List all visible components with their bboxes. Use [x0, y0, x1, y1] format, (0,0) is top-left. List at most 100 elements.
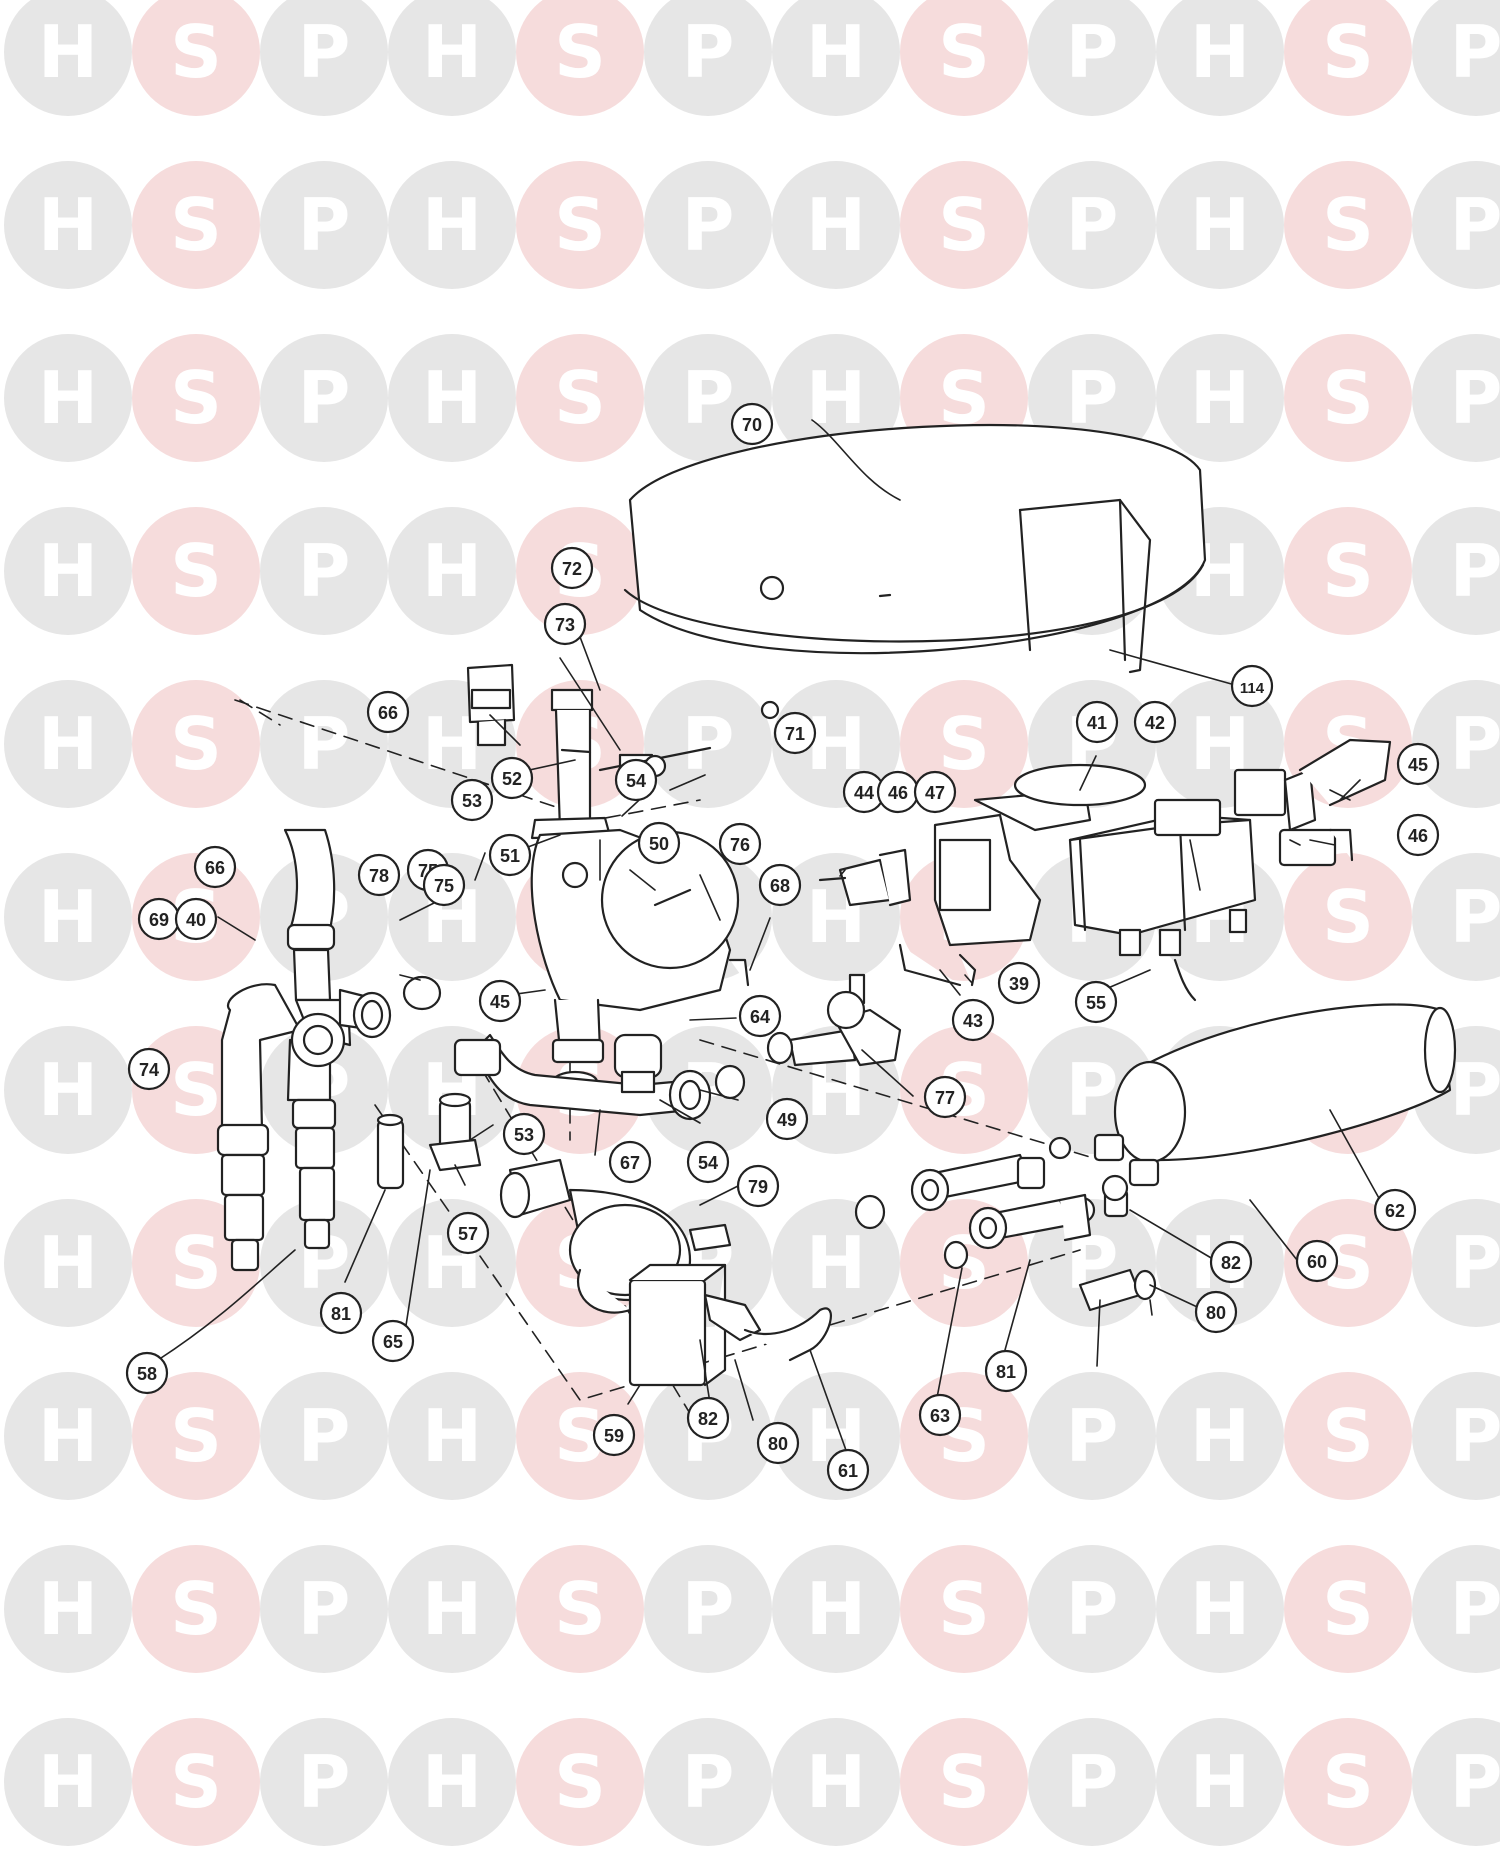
watermark-letter: S [938, 10, 990, 94]
watermark-circle [132, 0, 260, 116]
callout-72: 72 [550, 546, 594, 590]
watermark-letter: H [422, 529, 482, 613]
callout-circle [1194, 1290, 1238, 1334]
watermark-circle [644, 0, 772, 116]
callout-43: 43 [951, 998, 995, 1042]
watermark-letter: H [806, 702, 866, 786]
watermark-letter: P [1450, 1567, 1500, 1651]
watermark-circle [516, 1545, 644, 1673]
watermark-letter: P [682, 702, 735, 786]
watermark-letter: P [1066, 1394, 1119, 1478]
callout-circle [371, 1319, 415, 1363]
watermark-letter: H [38, 702, 98, 786]
callout-number: 54 [626, 771, 646, 791]
watermark-letter: S [170, 1740, 222, 1824]
watermark-circle [260, 0, 388, 116]
small-left-parts [376, 1092, 482, 1190]
callout-55: 55 [1074, 980, 1118, 1024]
watermark-letter: P [1450, 183, 1500, 267]
callout-52: 52 [490, 756, 534, 800]
watermark-letter: P [1450, 10, 1500, 94]
watermark-circle [132, 161, 260, 289]
watermark-letter: H [1190, 183, 1250, 267]
watermark-letter: P [1066, 10, 1119, 94]
callout-number: 80 [768, 1434, 788, 1454]
watermark-circle [4, 680, 132, 808]
watermark-circle [1284, 853, 1412, 981]
callout-69: 69 [137, 897, 181, 941]
watermark-letter: H [1190, 1394, 1250, 1478]
watermark-circle [388, 1545, 516, 1673]
watermark-letter: H [422, 10, 482, 94]
watermark-circle [1156, 1372, 1284, 1500]
callout-circle [923, 1075, 967, 1119]
watermark-circle [388, 334, 516, 462]
watermark-circle [4, 1372, 132, 1500]
watermark-circle [516, 1718, 644, 1846]
callout-number: 53 [462, 791, 482, 811]
callout-circle [1396, 813, 1440, 857]
callout-81: 81 [984, 1349, 1028, 1393]
gas-valve-assembly [818, 738, 1392, 957]
callout-circle [1074, 980, 1118, 1024]
watermark-circle [644, 1718, 772, 1846]
watermark-letter: P [298, 702, 351, 786]
watermark-circle [4, 1199, 132, 1327]
callout-62: 62 [1373, 1188, 1417, 1232]
watermark-circle [132, 680, 260, 808]
callout-number: 71 [785, 724, 805, 744]
watermark-circle [260, 161, 388, 289]
callout-circle [446, 1211, 490, 1255]
watermark-letter: S [554, 1567, 606, 1651]
watermark-circle [388, 161, 516, 289]
watermark-letter: P [1450, 1048, 1500, 1132]
watermark-circle [1412, 507, 1500, 635]
watermark-circle [4, 853, 132, 981]
watermark-letter: H [38, 1567, 98, 1651]
watermark-letter: P [1450, 1221, 1500, 1305]
watermark-circle [4, 161, 132, 289]
watermark-circle [900, 0, 1028, 116]
callout-57: 57 [446, 1211, 490, 1255]
watermark-circle [1412, 853, 1500, 981]
callout-number: 50 [649, 834, 669, 854]
callout-80: 80 [756, 1421, 800, 1465]
watermark-letter: S [170, 1048, 222, 1132]
callout-number: 79 [748, 1177, 768, 1197]
callout-number: 76 [730, 835, 750, 855]
callout-41: 41 [1075, 700, 1119, 744]
watermark-circle [132, 1372, 260, 1500]
watermark-circle [260, 1545, 388, 1673]
watermark-circle [644, 161, 772, 289]
callout-68: 68 [758, 863, 802, 907]
watermark-letter: H [38, 1048, 98, 1132]
watermark-letter: S [554, 10, 606, 94]
callout-64: 64 [738, 994, 782, 1038]
watermark-circle [644, 1545, 772, 1673]
watermark-letter: S [1322, 1740, 1374, 1824]
callout-66: 66 [366, 690, 410, 734]
callout-circle [913, 770, 957, 814]
watermark-circle [4, 1718, 132, 1846]
callout-46: 46 [1396, 813, 1440, 857]
watermark-circle [1284, 1545, 1412, 1673]
watermark-letter: S [1322, 1567, 1374, 1651]
callout-51: 51 [488, 833, 532, 877]
callout-63: 63 [918, 1393, 962, 1437]
watermark-letter: H [806, 1221, 866, 1305]
callout-circle [1396, 742, 1440, 786]
callout-circle [718, 822, 762, 866]
callout-78: 78 [357, 853, 401, 897]
callout-39: 39 [997, 961, 1041, 1005]
callout-number: 41 [1087, 713, 1107, 733]
callout-circle [1133, 700, 1177, 744]
watermark-letter: S [938, 1740, 990, 1824]
callout-circle [738, 994, 782, 1038]
heat-exchanger-assembly [854, 1003, 1457, 1312]
watermark-circle [1284, 1372, 1412, 1500]
callout-73: 73 [543, 602, 587, 646]
watermark-circle [4, 1026, 132, 1154]
watermark-letter: P [1066, 1740, 1119, 1824]
callout-number: 82 [698, 1409, 718, 1429]
